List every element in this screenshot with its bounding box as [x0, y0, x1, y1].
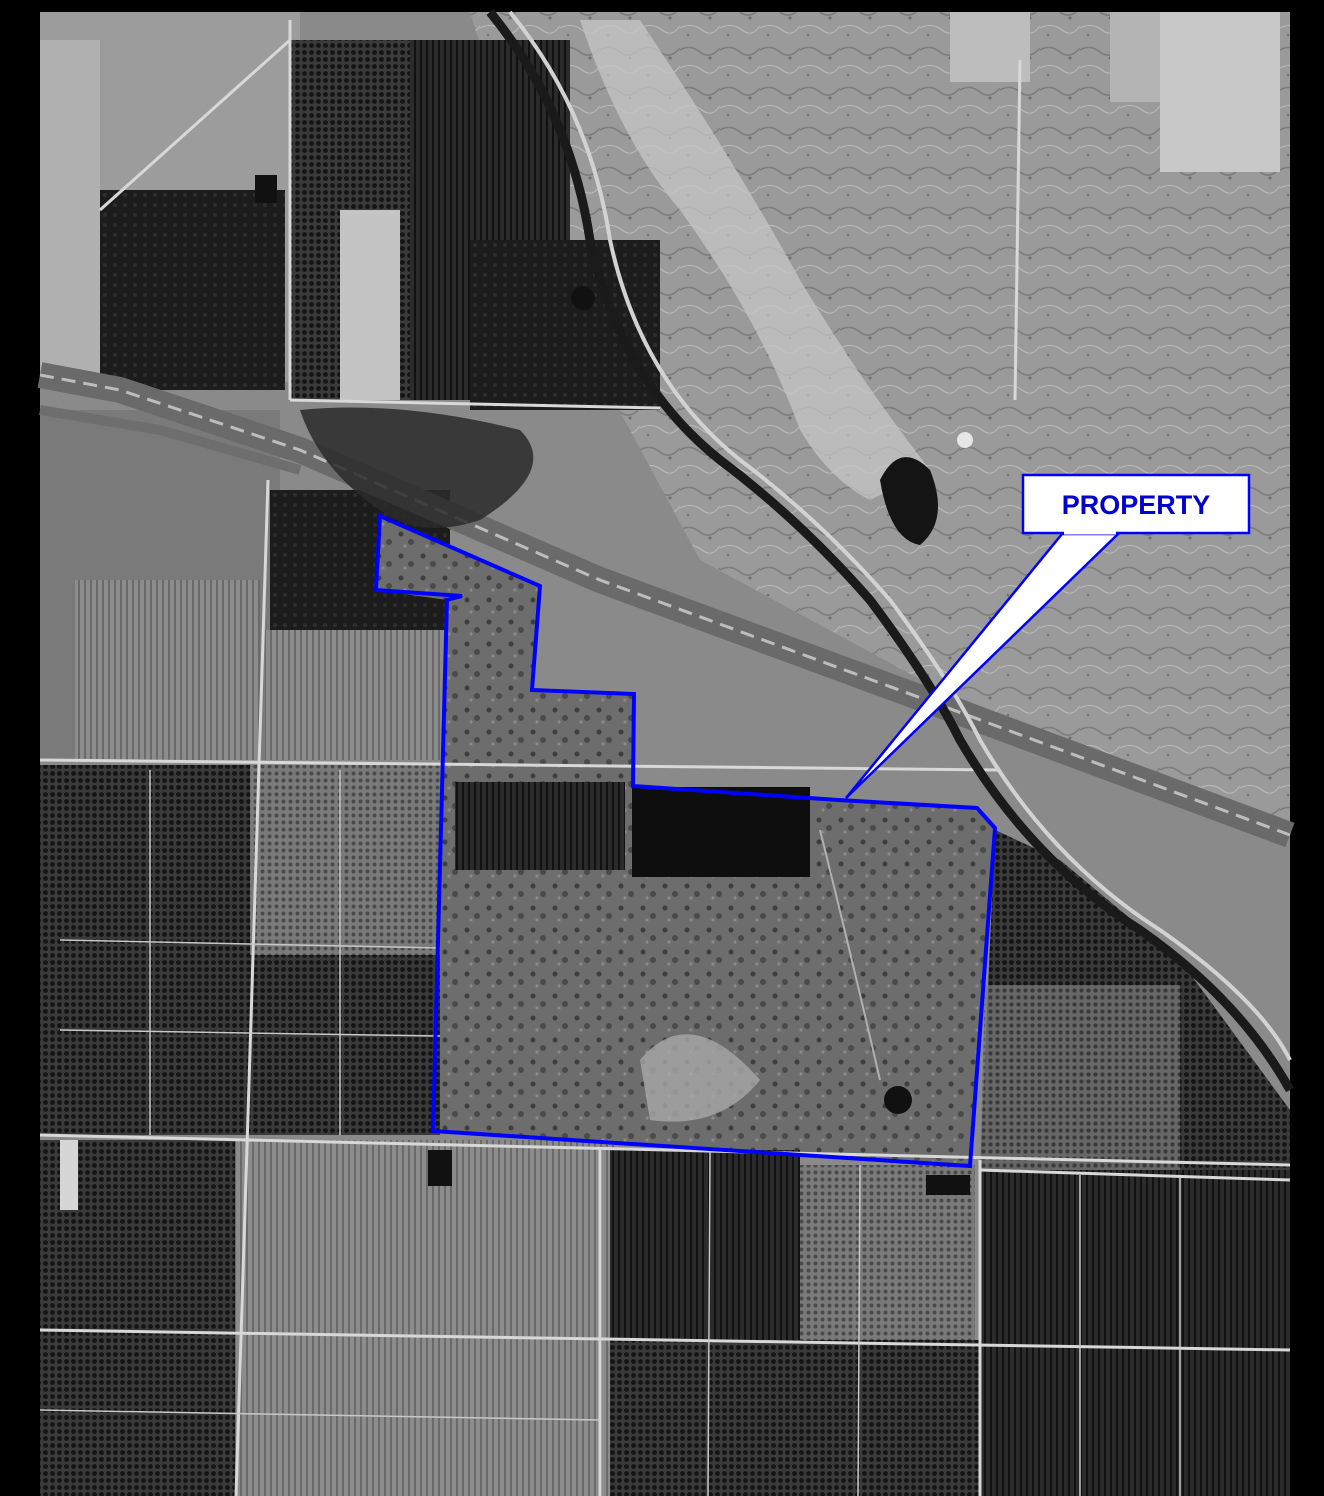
- property-boundary: [373, 513, 998, 1169]
- property-label: PROPERTY: [1062, 490, 1211, 520]
- property-callout: PROPERTY: [845, 473, 1251, 799]
